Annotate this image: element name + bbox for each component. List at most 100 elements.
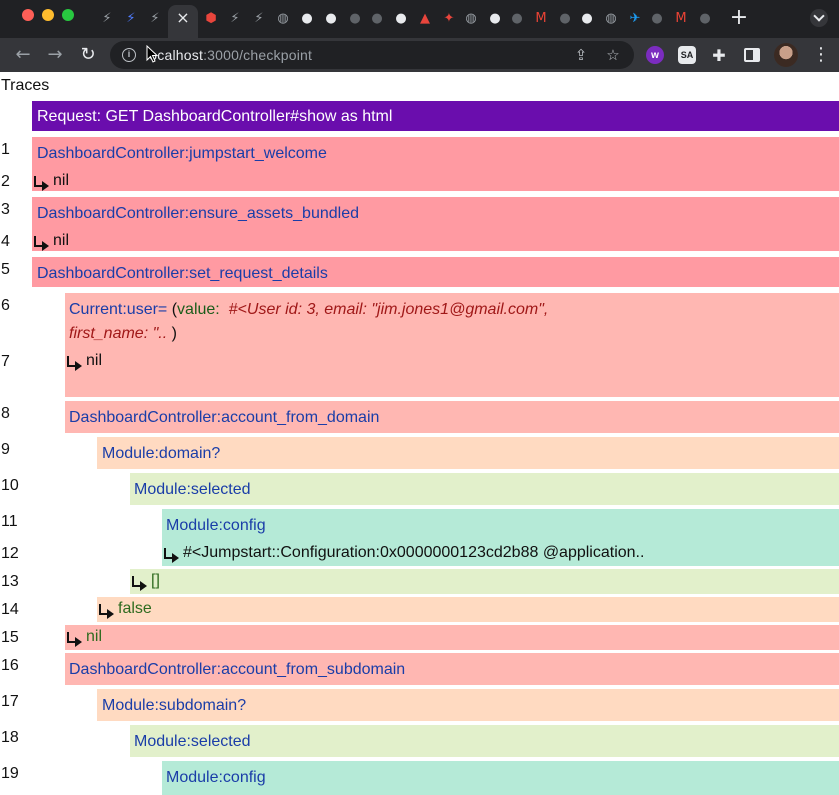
forward-arrow-icon[interactable]: → [47,44,63,65]
trace-block-account-from-domain [65,401,839,433]
tab-globe-icon[interactable]: ◍ [605,10,617,26]
return-arrow-icon [32,236,50,251]
args-value: first_name: ".. [69,325,168,342]
trace-return: [] [130,572,160,591]
page-title: Traces [1,77,50,94]
close-tab-icon[interactable]: × [176,8,190,27]
return-value: nil [53,232,70,249]
call-args: (value: #<User id: 3, email: "jim.jones1… [172,301,549,318]
trace-call[interactable]: Module:config [166,517,266,534]
line-number: 15 [1,629,19,646]
tab-github-icon[interactable]: ● [325,10,337,26]
call-name: Current:user= [69,301,168,318]
side-panel-icon[interactable] [744,48,760,62]
trace-call[interactable]: Module:config [166,769,266,786]
line-number: 17 [1,693,19,710]
args-open: ( [171,301,178,318]
browser-toolbar: ← → ↻ i localhost:3000/checkpoint ⇪ ☆ w … [0,38,839,72]
tab-dot-icon[interactable]: ● [651,10,663,26]
trace-call[interactable]: Current:user= (value: #<User id: 3, emai… [69,301,548,319]
new-tab-button[interactable]: + [729,5,749,30]
tab-dot-icon[interactable]: ● [349,10,361,26]
line-number: 2 [1,173,10,190]
trace-page: Traces Request: GET DashboardController#… [0,72,839,795]
tab-globe-icon[interactable]: ◍ [277,10,289,26]
line-number: 10 [1,477,19,494]
maximize-window-button[interactable] [62,9,74,21]
return-value: [] [151,572,160,589]
line-number: 11 [1,513,18,530]
trace-call[interactable]: DashboardController:jumpstart_welcome [37,145,327,162]
tab-dot-icon[interactable]: ● [371,10,383,26]
extension-sa-icon[interactable]: SA [678,46,696,64]
profile-avatar[interactable] [774,43,798,67]
tab-twitter-icon[interactable]: ✈ [629,10,641,26]
tab-dot-icon[interactable]: ● [511,10,523,26]
trace-call[interactable]: Module:selected [134,733,251,750]
tab-shield-icon[interactable]: ⬢ [205,10,217,26]
line-number: 6 [1,297,10,314]
line-number: 19 [1,765,19,782]
tab-bolt-blue-icon[interactable]: ⚡ [126,10,136,26]
line-number: 8 [1,405,10,422]
tab-search-chevron-icon[interactable] [810,9,828,27]
trace-block-domain [97,437,839,469]
trace-return: nil [32,172,70,191]
trace-return: nil [65,628,102,647]
extension-w-icon[interactable]: w [646,46,664,64]
trace-block-account-nil [65,625,839,650]
url-host: localhost [146,47,204,63]
tab-bolt-icon[interactable]: ⚡ [150,10,160,26]
trace-call[interactable]: DashboardController:account_from_subdoma… [69,661,406,678]
line-number: 16 [1,657,19,674]
tab-rails-icon[interactable]: ✦ [443,10,455,26]
tab-gmail-icon[interactable]: M [675,10,687,26]
return-arrow-icon [162,548,180,563]
return-value: nil [53,172,70,189]
trace-call[interactable]: Module:domain? [102,445,221,462]
tab-bolt-icon[interactable]: ⚡ [254,10,264,26]
trace-block-selected-2 [130,725,839,757]
trace-call[interactable]: DashboardController:account_from_domain [69,409,380,426]
close-window-button[interactable] [22,9,34,21]
trace-return: #<Jumpstart::Configuration:0x0000000123c… [162,544,644,563]
tab-bolt-icon[interactable]: ⚡ [230,10,240,26]
tab-globe-icon[interactable]: ◍ [465,10,477,26]
tab-red-icon[interactable]: ▲ [420,10,430,26]
tab-github-icon[interactable]: ● [489,10,501,26]
line-number: 14 [1,601,19,618]
minimize-window-button[interactable] [42,9,54,21]
reload-icon[interactable]: ↻ [80,44,96,65]
args-key: value: [177,301,220,318]
tab-github-icon[interactable]: ● [581,10,593,26]
tab-github-icon[interactable]: ● [395,10,407,26]
trace-return: nil [32,232,70,251]
trace-return: false [97,600,152,619]
line-number: 18 [1,729,19,746]
active-tab[interactable] [168,5,198,38]
site-info-icon[interactable]: i [122,48,136,62]
browser-menu-icon[interactable]: ⋮ [812,44,830,65]
share-icon[interactable]: ⇪ [574,46,588,64]
tab-bolt-icon[interactable]: ⚡ [102,10,112,26]
bookmark-star-icon[interactable]: ☆ [606,46,620,64]
tab-github-icon[interactable]: ● [301,10,313,26]
url-text[interactable]: localhost:3000/checkpoint [146,47,312,63]
tab-dot-icon[interactable]: ● [699,10,711,26]
trace-block-account-from-subdomain [65,653,839,685]
trace-call[interactable]: DashboardController:ensure_assets_bundle… [37,205,359,222]
tab-strip: ⚡ ⚡ ⚡ × ⬢ ⚡ ⚡ ◍ ● ● ● ● ● ▲ ✦ ◍ ● ● M ● … [0,0,839,38]
address-bar[interactable]: i localhost:3000/checkpoint ⇪ ☆ [110,41,634,69]
line-number: 4 [1,233,10,250]
tab-dot-icon[interactable]: ● [559,10,571,26]
line-number: 12 [1,545,19,562]
trace-call[interactable]: Module:selected [134,481,251,498]
trace-block-selected [130,473,839,505]
trace-call[interactable]: Module:subdomain? [102,697,247,714]
trace-call[interactable]: DashboardController:set_request_details [37,265,328,282]
extensions-puzzle-icon[interactable]: ✚ [712,45,726,65]
tab-gmail-icon[interactable]: M [535,10,547,26]
call-args-continued: first_name: ".. ) [69,325,177,343]
return-arrow-icon [130,576,148,591]
back-arrow-icon[interactable]: ← [15,44,31,65]
